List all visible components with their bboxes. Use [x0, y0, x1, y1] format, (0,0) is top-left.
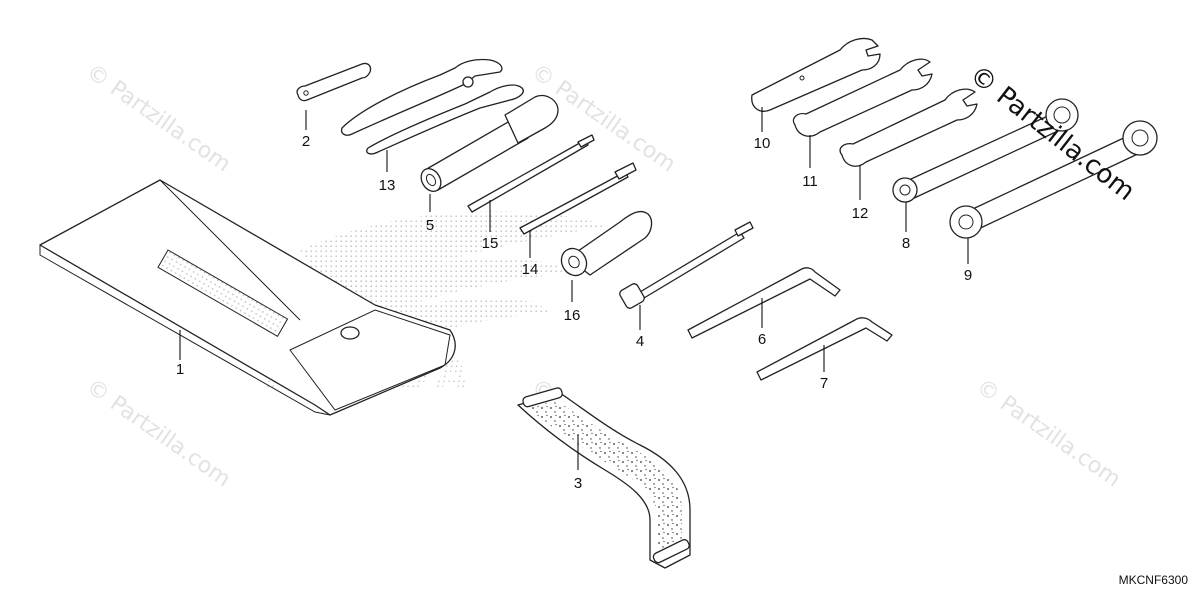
part-2-plate[interactable] [296, 62, 372, 102]
callout-8: 8 [902, 235, 910, 252]
watermark-text: © Partzilla.com [82, 59, 235, 177]
watermark-text: © Partzilla.com [972, 374, 1125, 492]
callout-15: 15 [482, 235, 499, 252]
callout-3: 3 [574, 475, 582, 492]
part-8-ring-wrench[interactable] [892, 98, 1079, 203]
part-13-pliers[interactable] [340, 58, 524, 155]
part-10-open-wrench[interactable] [751, 37, 881, 112]
part-3-strap[interactable] [517, 387, 691, 569]
part-4-extension-bar[interactable] [618, 221, 754, 310]
part-15-screwdriver-blade[interactable] [467, 134, 595, 213]
callout-1: 1 [176, 361, 184, 378]
callout-labels: 1 2 3 4 5 6 7 8 9 10 11 12 13 14 15 16 [176, 133, 972, 492]
part-11-open-wrench[interactable] [792, 58, 933, 137]
callout-4: 4 [636, 333, 644, 350]
callout-2: 2 [302, 133, 310, 150]
callout-5: 5 [426, 217, 434, 234]
callout-12: 12 [852, 205, 869, 222]
callout-6: 6 [758, 331, 766, 348]
callout-9: 9 [964, 267, 972, 284]
callout-13: 13 [379, 177, 396, 194]
callout-11: 11 [802, 173, 818, 190]
part-5-socket-wrench[interactable] [417, 94, 559, 194]
part-1-tool-bag[interactable] [39, 179, 456, 416]
diagram-code: MKCNF6300 [1119, 573, 1189, 587]
part-6-hex-key[interactable] [687, 267, 841, 339]
callout-16: 16 [564, 307, 581, 324]
part-9-ring-wrench[interactable] [949, 120, 1158, 239]
watermark-text: © Partzilla.com [82, 374, 235, 492]
callout-7: 7 [820, 375, 828, 392]
part-7-hex-key[interactable] [756, 317, 893, 381]
callout-14: 14 [522, 261, 539, 278]
part-16-screwdriver-handle[interactable] [557, 210, 653, 281]
callout-10: 10 [754, 135, 771, 152]
part-14-screwdriver-blade[interactable] [519, 162, 637, 235]
leader-lines [179, 107, 969, 470]
